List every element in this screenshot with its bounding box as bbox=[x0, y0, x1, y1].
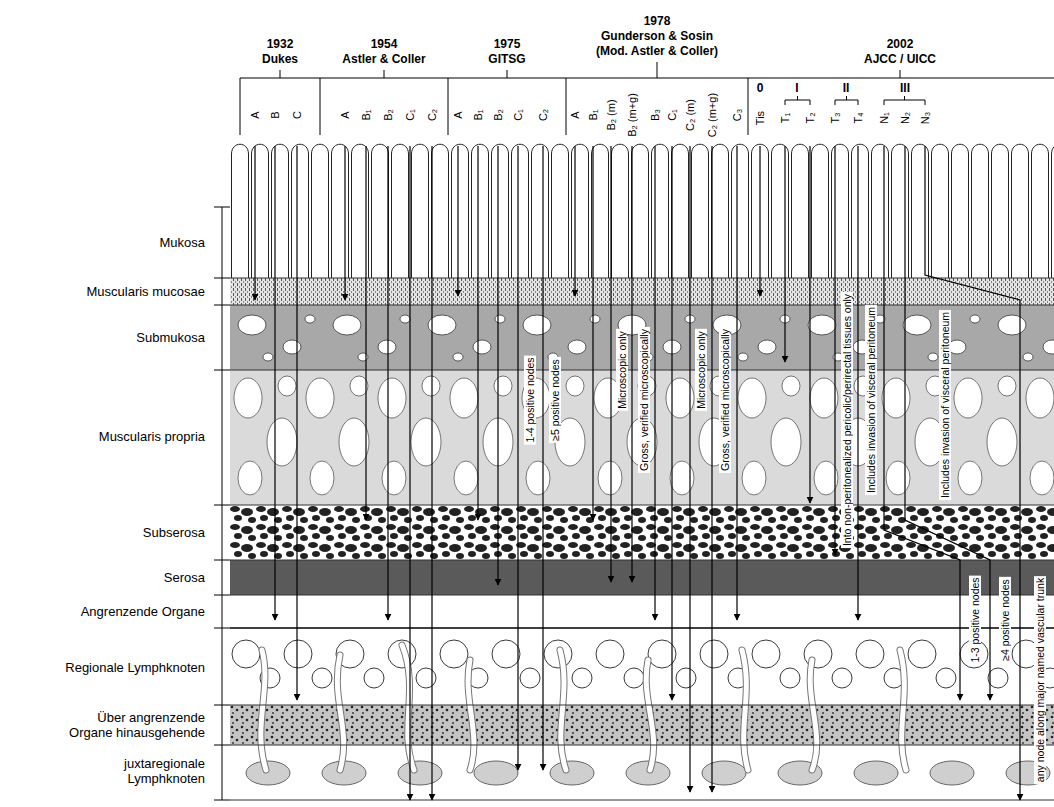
column-code: C₂ (m) bbox=[684, 99, 697, 131]
column-header: 1932 bbox=[267, 38, 294, 52]
layer-label: Submukosa bbox=[65, 331, 205, 346]
layer-label: Regionale Lymphknoten bbox=[65, 661, 205, 676]
layer-label: Über angrenzende Organe hinausgehende bbox=[65, 711, 205, 741]
layer-label: Mukosa bbox=[65, 236, 205, 251]
column-code: N₂ bbox=[899, 112, 912, 124]
column-code: C₂ bbox=[537, 109, 550, 121]
column-code: A bbox=[339, 111, 352, 118]
annotation: Gross, verified microscopically bbox=[638, 327, 650, 473]
annotation: Gross, verified microscopically bbox=[719, 327, 731, 473]
column-code: B₂ (m+g) bbox=[626, 93, 639, 137]
column-code: T₂ bbox=[804, 113, 817, 124]
annotation: Into non-peritonealized pericolic/perire… bbox=[841, 292, 853, 548]
column-code: B₁ bbox=[360, 109, 373, 120]
annotation: Includes invasion of visceral peritoneum bbox=[939, 310, 951, 500]
layer-label: juxtaregionale Lymphknoten bbox=[65, 757, 205, 787]
column-code: A bbox=[249, 111, 262, 118]
column-code: B₂ bbox=[492, 109, 505, 121]
column-code: C₃ bbox=[731, 109, 744, 121]
annotation: ≥4 positive nodes bbox=[999, 577, 1011, 663]
column-header: Dukes bbox=[262, 53, 298, 67]
column-header: (Mod. Astler & Coller) bbox=[596, 45, 718, 59]
column-code: B₃ bbox=[649, 109, 662, 121]
layer-label: Angrenzende Organe bbox=[65, 605, 205, 620]
stage-label: III bbox=[900, 82, 910, 96]
annotation: any node along major named vascular trun… bbox=[1034, 576, 1046, 784]
annotation: 1-3 positive nodes bbox=[969, 575, 981, 664]
column-code: C₂ (m+g) bbox=[706, 93, 719, 137]
column-code: B bbox=[269, 111, 282, 118]
layer-label: Serosa bbox=[65, 571, 205, 586]
layer-label: Muscularis propria bbox=[65, 430, 205, 445]
column-code: T₃ bbox=[829, 112, 842, 123]
column-code: T₄ bbox=[852, 112, 865, 123]
annotation: Microscopic only bbox=[695, 329, 707, 411]
column-code: C₁ bbox=[512, 109, 525, 121]
column-code: N₃ bbox=[919, 112, 932, 124]
column-code: C₂ bbox=[426, 109, 439, 121]
stage-label: I bbox=[795, 82, 798, 96]
annotation: ≥5 positive nodes bbox=[549, 357, 561, 443]
column-code: C₁ bbox=[666, 109, 679, 121]
column-header: 1975 bbox=[494, 38, 521, 52]
column-code: T₁ bbox=[779, 113, 792, 123]
stage-label: II bbox=[843, 82, 850, 96]
column-code: C bbox=[291, 111, 304, 119]
annotation: Includes invasion of visceral peritoneum bbox=[865, 305, 877, 495]
column-code: Tis bbox=[754, 111, 767, 125]
column-header: AJCC / UICC bbox=[864, 53, 936, 67]
layer-label: Muscularis mucosae bbox=[65, 285, 205, 300]
column-header: Astler & Coller bbox=[342, 53, 425, 67]
layer-label: Subserosa bbox=[65, 526, 205, 541]
column-code: B₁ bbox=[472, 109, 485, 120]
annotation: 1-4 positive nodes bbox=[524, 355, 536, 444]
column-code: A bbox=[569, 111, 582, 118]
column-code: C₁ bbox=[404, 109, 417, 121]
column-header: GITSG bbox=[488, 53, 525, 67]
column-code: A bbox=[452, 111, 465, 118]
column-code: B₁ bbox=[587, 109, 600, 120]
column-code: B₂ (m) bbox=[605, 99, 618, 130]
column-header: 1978 bbox=[644, 15, 671, 29]
column-header: Gunderson & Sosin bbox=[601, 30, 713, 44]
annotation: Microscopic only bbox=[616, 329, 628, 411]
column-header: 1954 bbox=[371, 38, 398, 52]
stage-label: 0 bbox=[757, 82, 764, 96]
column-code: B₂ bbox=[382, 109, 395, 121]
column-header: 2002 bbox=[887, 38, 914, 52]
column-code: N₁ bbox=[878, 112, 891, 124]
